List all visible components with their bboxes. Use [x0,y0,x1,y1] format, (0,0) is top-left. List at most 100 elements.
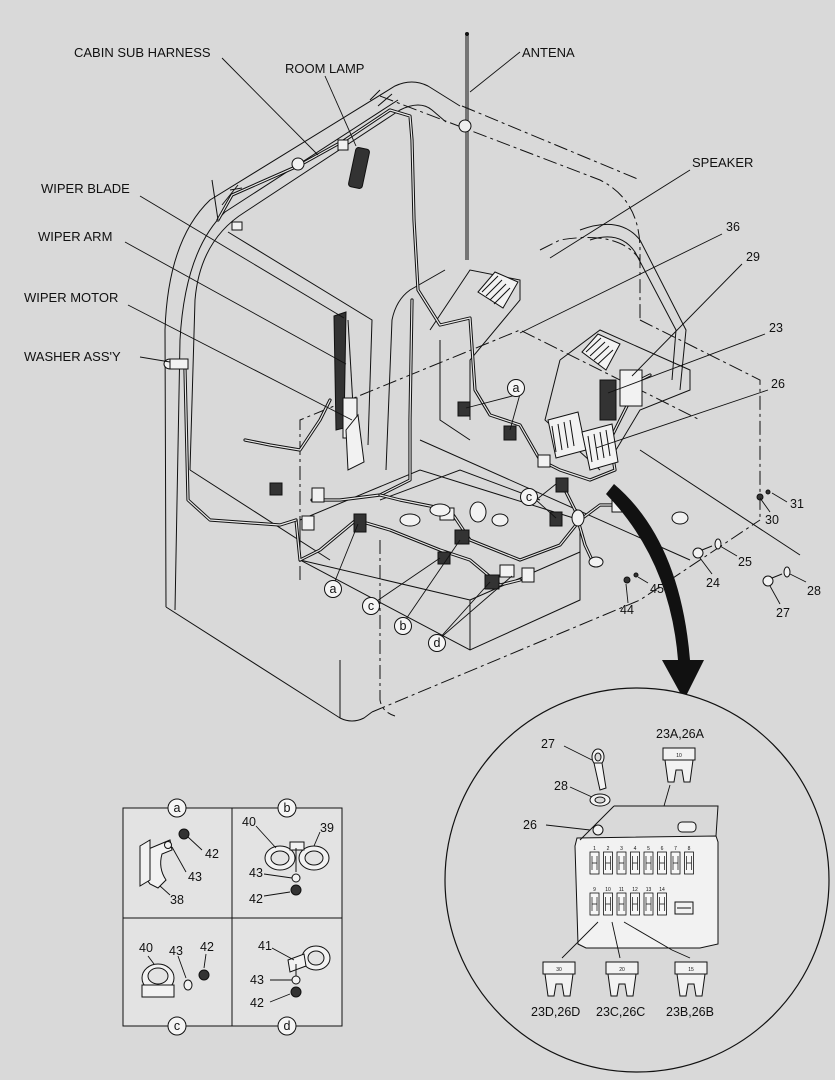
panel-d-item-41: 41 [258,939,272,953]
bolt-44 [623,572,639,584]
leader-lines [124,51,807,641]
fuse-23c-26c: 20 23C,26C [596,921,645,1019]
detail-panel-b: b 40 39 43 42 [242,798,334,906]
panel-c-item-43: 43 [169,944,183,958]
svg-text:28: 28 [554,779,568,793]
svg-text:5: 5 [647,846,650,852]
component-labels: CABIN SUB HARNESS ROOM LAMP ANTENA SPEAK… [24,45,753,364]
callout-23: 23 [769,321,783,335]
detail-pointer-arrow [606,484,704,700]
fuse-23a-26a: 23A,26A 10 [656,727,705,807]
svg-text:9: 9 [593,887,596,893]
label-wiper-motor: WIPER MOTOR [24,290,118,305]
svg-text:11: 11 [619,887,624,893]
washer-28 [783,566,791,578]
callout-numbers: 36 29 23 26 31 30 25 24 28 27 45 44 [620,220,821,620]
callout-31: 31 [790,497,804,511]
panel-a-item-43: 43 [188,870,202,884]
svg-text:8: 8 [688,846,691,852]
panel-b-item-39: 39 [320,821,334,835]
label-cabin-sub-harness: CABIN SUB HARNESS [74,45,211,60]
panel-c-item-42: 42 [200,940,214,954]
fuse-box-callout-26: 26 [523,818,537,832]
svg-text:15: 15 [688,967,694,973]
letter-a-bottom: a [330,582,337,596]
letter-b-bottom: b [400,619,407,633]
panel-d-item-43: 43 [250,973,264,987]
callout-25: 25 [738,555,752,569]
detail-panel-c: 40 43 42 c [139,940,214,1036]
fuse-slot-1: 1 [589,846,600,875]
svg-text:20: 20 [619,967,625,973]
svg-text:7: 7 [674,846,677,852]
fuse-slots-bottom: 9 10 11 12 13 14 [589,887,667,916]
panel-b-item-43: 43 [249,866,263,880]
fuse-slot-8: 8 [684,846,694,875]
detail-panel-a: a 42 43 38 [139,798,219,907]
svg-text:d: d [284,1019,291,1033]
letter-c-bottom: c [368,599,374,613]
svg-text:23A,26A: 23A,26A [656,727,705,741]
panel-b-item-42: 42 [249,892,263,906]
svg-text:c: c [174,1019,180,1033]
label-antena: ANTENA [522,45,575,60]
callout-26: 26 [771,377,785,391]
svg-text:2: 2 [607,846,610,852]
fuse-slot-3: 3 [616,846,627,875]
fuse-slot-2: 2 [603,846,613,875]
pedal-left [477,271,519,309]
callout-30: 30 [765,513,779,527]
fuse-slot-9: 9 [589,887,600,916]
svg-text:1: 1 [593,846,596,852]
label-washer-assy: WASHER ASS'Y [24,349,121,364]
panel-d-item-42: 42 [250,996,264,1010]
svg-text:13: 13 [646,887,652,893]
fuse-slot-10: 10 [603,887,613,916]
fuse-23b-26b: 15 23B,26B [623,921,714,1019]
svg-text:a: a [174,801,181,815]
panel-a-item-42: 42 [205,847,219,861]
clamp-detail-panels: a 42 43 38 b 4 [122,798,343,1036]
fuse-23d-26d: 30 23D,26D [531,921,599,1019]
letter-d-bottom: d [434,636,441,650]
callout-27: 27 [776,606,790,620]
fuse-slot-4: 4 [630,846,640,875]
callout-36: 36 [726,220,740,234]
callout-44: 44 [620,603,634,617]
room-lamp [348,147,370,189]
svg-text:23C,26C: 23C,26C [596,1005,645,1019]
svg-text:4: 4 [634,846,637,852]
pedal-right [581,333,621,371]
callout-28: 28 [807,584,821,598]
label-speaker: SPEAKER [692,155,753,170]
bolt-30 [756,489,771,501]
svg-text:23B,26B: 23B,26B [666,1005,714,1019]
svg-text:14: 14 [659,887,665,893]
fuse-slot-11: 11 [616,887,627,916]
fuse-slot-5: 5 [643,846,654,875]
fuse-slot-13: 13 [643,887,654,916]
fuse-slot-7: 7 [670,846,681,875]
callout-29: 29 [746,250,760,264]
svg-text:b: b [284,801,291,815]
fuse-slot-14: 14 [657,887,667,916]
svg-text:23D,26D: 23D,26D [531,1005,580,1019]
panel-c-item-40: 40 [139,941,153,955]
svg-text:30: 30 [556,967,562,973]
fuse-slot-12: 12 [630,887,640,916]
fuse-slot-6: 6 [657,846,667,875]
letter-a-top: a [513,381,520,395]
fuse-box-washer-28: 28 [554,779,611,807]
callout-24: 24 [706,576,720,590]
bolt-27 [762,573,783,587]
harness-routing [183,89,652,587]
svg-text:10: 10 [605,887,611,893]
label-wiper-arm: WIPER ARM [38,229,112,244]
svg-text:6: 6 [661,846,664,852]
label-wiper-blade: WIPER BLADE [41,181,130,196]
svg-text:12: 12 [632,887,638,893]
bolt-24 [692,545,713,559]
